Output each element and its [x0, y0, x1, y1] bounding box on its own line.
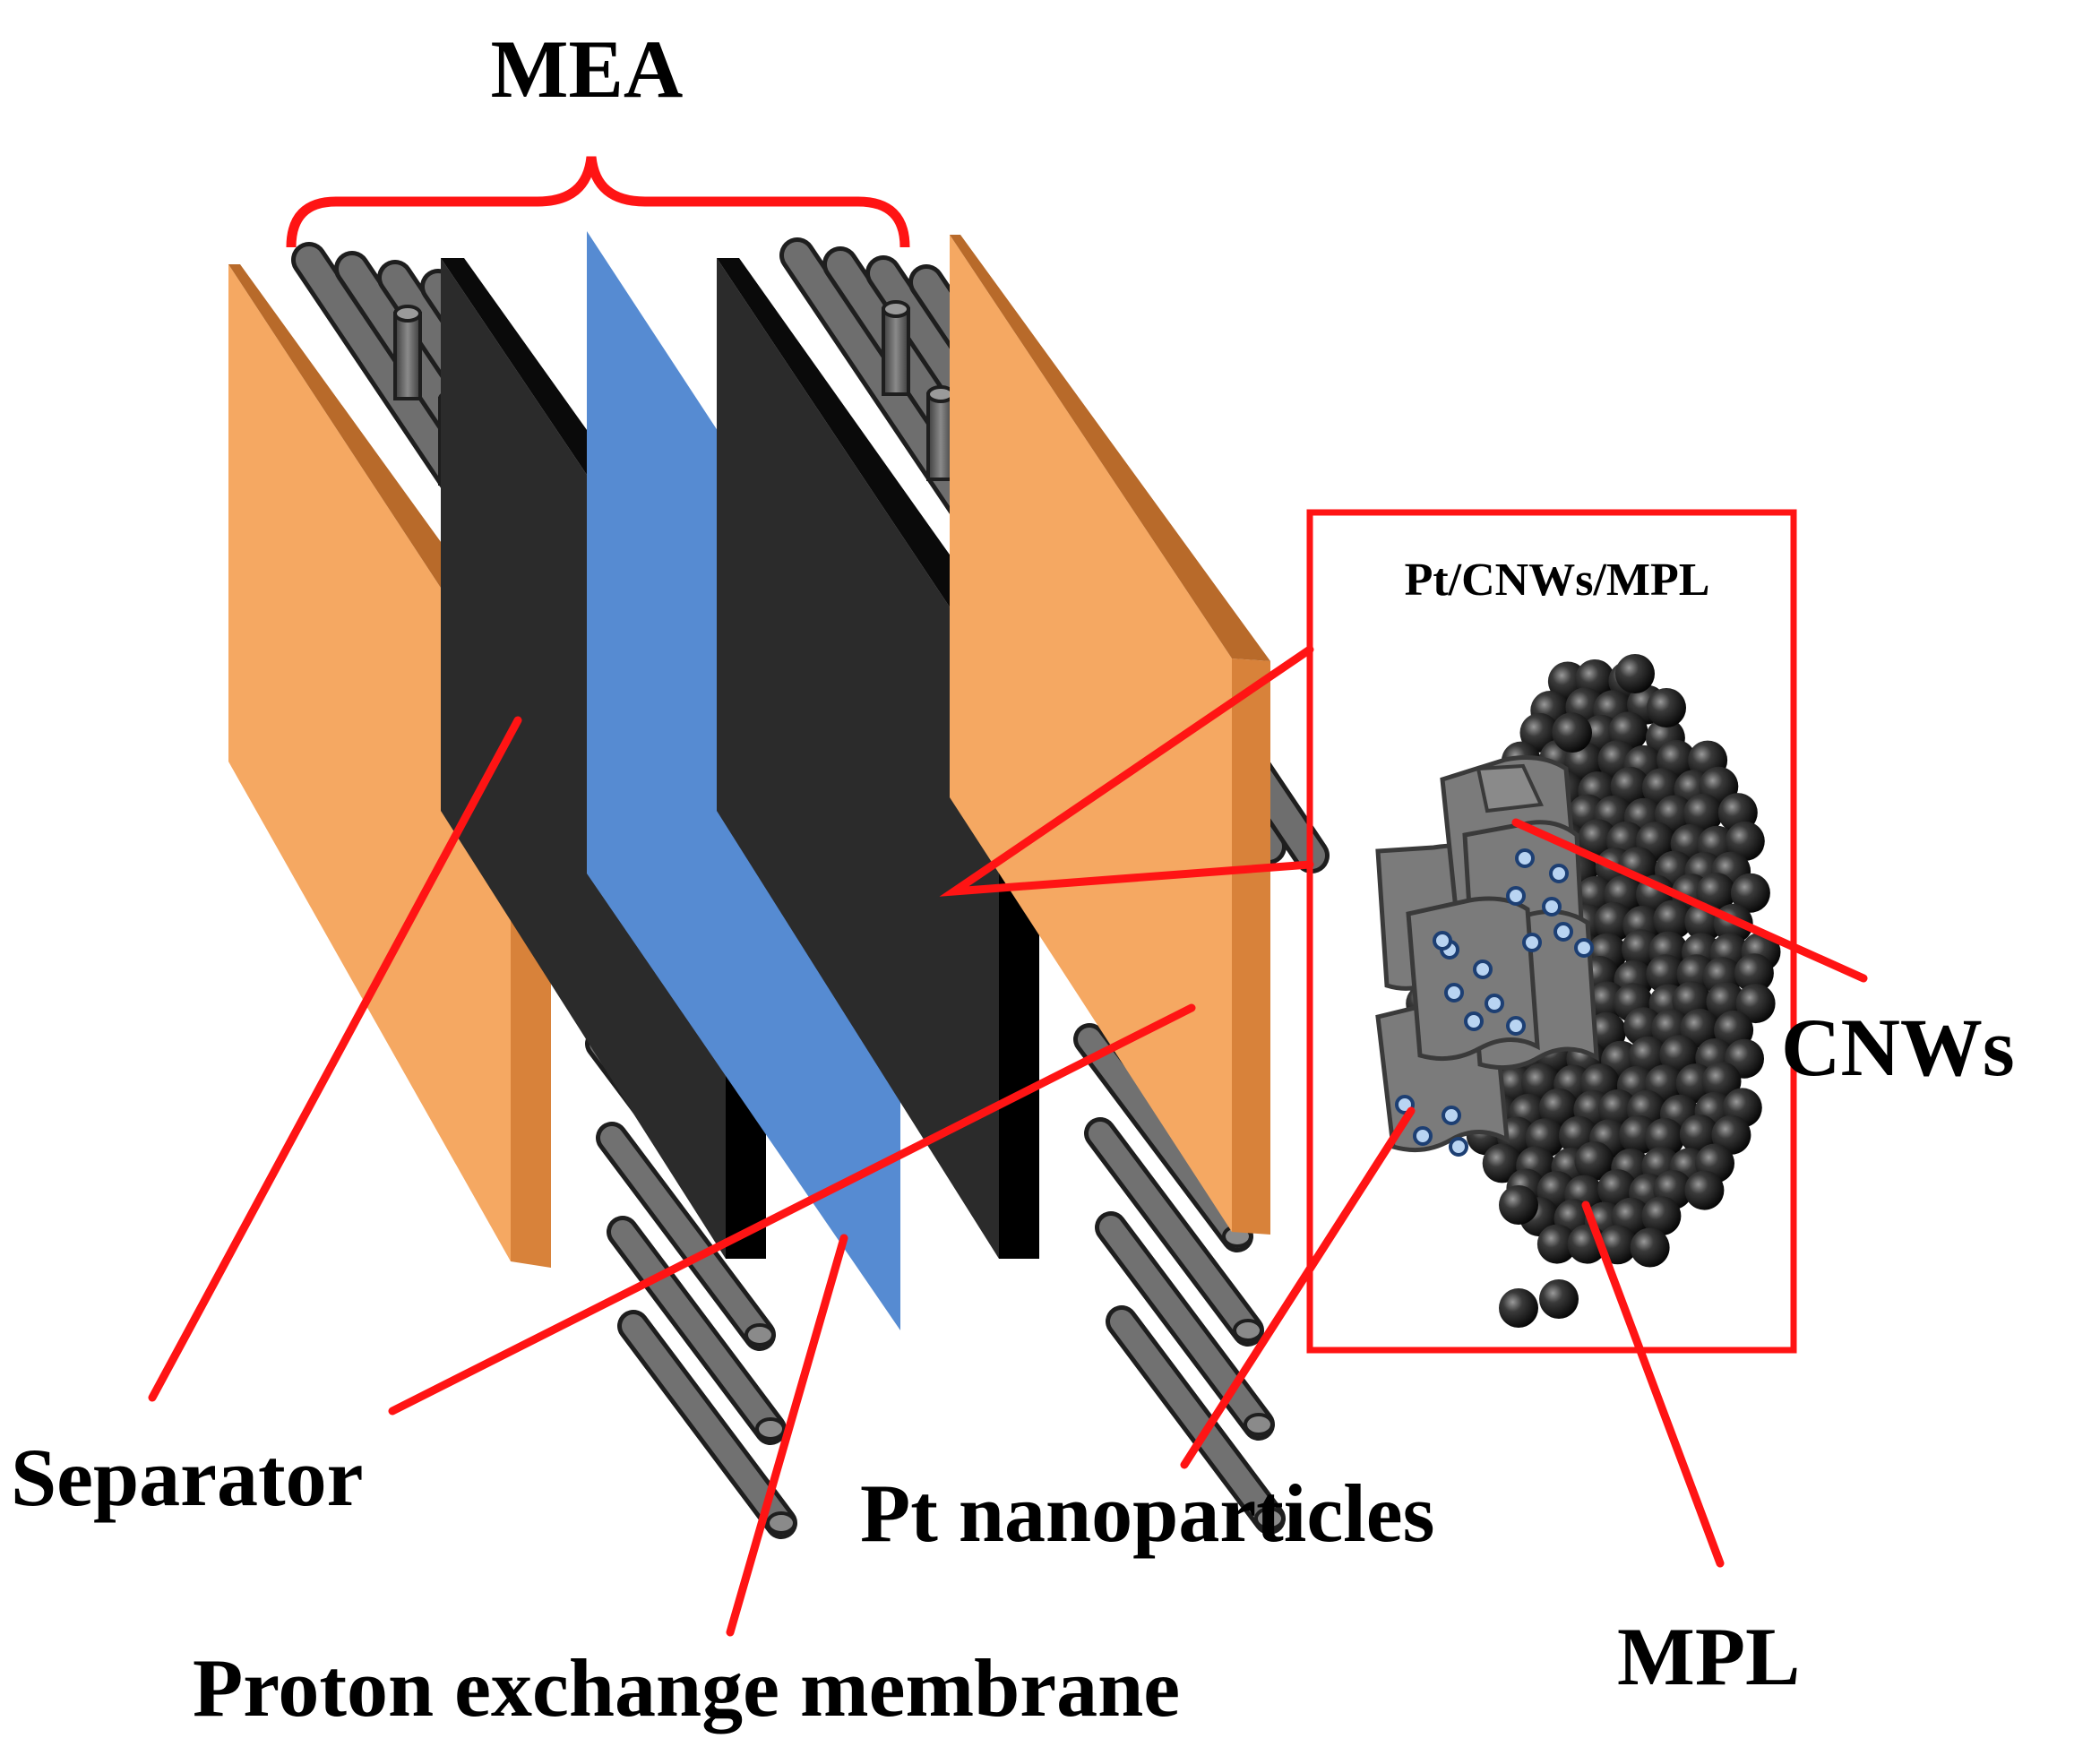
gdl-fiber-end — [755, 1417, 786, 1441]
pt-nanoparticles — [1395, 848, 1594, 1157]
mpl-sphere — [1684, 1170, 1725, 1210]
mpl-callout-line — [1581, 1201, 1725, 1568]
pt-nanoparticle — [1473, 960, 1493, 979]
mpl-sphere — [1499, 1185, 1538, 1225]
gdl-fiber-end — [766, 1511, 796, 1535]
mpl-label: MPL — [1617, 1611, 1800, 1702]
pt-nanoparticle — [1444, 983, 1464, 1003]
inset-box — [1306, 509, 1797, 1354]
mpl-sphere — [1646, 954, 1686, 994]
gdl-pillar — [926, 392, 955, 481]
gdl-fiber — [611, 1220, 782, 1441]
separator-label: Separator — [11, 1432, 363, 1523]
pt-nanoparticle — [1413, 1126, 1433, 1146]
gdl-fiber — [1110, 1310, 1281, 1530]
mpl-sphere — [1647, 688, 1686, 727]
inset-callout-line — [939, 645, 1314, 897]
right-separator-callout-line — [388, 1003, 1196, 1416]
cnws-label: CNWs — [1781, 1002, 2015, 1093]
pt-nanoparticle — [1542, 897, 1562, 917]
pt-nanoparticle — [1449, 1137, 1468, 1157]
pt-nanoparticle — [1522, 933, 1542, 952]
mpl-sphere — [1538, 1088, 1579, 1128]
pt-nanoparticle — [1506, 886, 1526, 906]
gdl-fiber-end — [744, 1323, 775, 1347]
mpl-sphere — [1630, 1227, 1670, 1268]
pt-nanoparticle — [1553, 922, 1573, 942]
callout-lines — [148, 645, 1868, 1637]
mpl-sphere — [1641, 1196, 1682, 1236]
pt-nanoparticle — [1549, 864, 1569, 883]
right-separator — [950, 235, 1270, 1235]
pt-callout-line — [1180, 1106, 1416, 1469]
mpl-sphere — [1578, 819, 1618, 859]
gdl-fiber — [600, 1126, 771, 1347]
mpl-sphere — [1539, 1279, 1579, 1319]
pt-nanoparticle — [1506, 1016, 1526, 1036]
mpl-sphere — [1482, 1143, 1522, 1183]
proton-exchange-membrane-label: Proton exchange membrane — [193, 1642, 1180, 1734]
gdl-fiber-end — [1233, 1319, 1263, 1342]
cnw-flakes — [1375, 755, 1599, 1153]
mea-brace — [286, 156, 910, 248]
inset-title: Pt/CNWs/MPL — [1405, 555, 1710, 606]
mpl-sphere — [1701, 1062, 1742, 1102]
mpl-sphere — [1735, 984, 1776, 1024]
pt-nanoparticle — [1433, 931, 1452, 951]
pt-nanoparticle — [1464, 1011, 1484, 1031]
mpl-sphere — [1679, 1114, 1719, 1154]
mpl-sphere — [1553, 713, 1592, 753]
pt-nanoparticle — [1515, 848, 1535, 868]
gdl-pillar — [393, 312, 422, 400]
gdl-pillar — [882, 307, 910, 396]
mpl-sphere — [1499, 1288, 1538, 1328]
gdl-fiber-end — [1244, 1413, 1274, 1436]
mpl-sphere — [1653, 899, 1693, 940]
membrane-callout-line — [726, 1234, 848, 1637]
mpl-sphere — [1730, 873, 1770, 913]
mpl-sphere — [1615, 654, 1655, 693]
pt-nanoparticle — [1442, 1106, 1461, 1125]
pt-nanoparticles-label: Pt nanoparticles — [860, 1467, 1434, 1559]
gdl-pillar-top — [882, 300, 910, 318]
pt-nanoparticle — [1574, 938, 1594, 958]
mea-label: MEA — [491, 23, 684, 115]
mpl-sphere — [1659, 1035, 1700, 1075]
gdl-fiber — [1089, 1122, 1260, 1342]
mpl-sphere — [1610, 766, 1650, 806]
mpl-sphere — [1645, 1117, 1685, 1157]
mpl-sphere — [1734, 953, 1774, 994]
mpl-sphere — [1536, 1224, 1577, 1264]
gdl-pillar-top — [926, 385, 955, 403]
mpl-sphere — [1725, 821, 1765, 861]
gdl-fiber — [1078, 1028, 1249, 1248]
mpl-sphere — [1574, 1141, 1614, 1181]
gdl-fiber-end — [1254, 1507, 1285, 1530]
pt-nanoparticle — [1485, 994, 1504, 1013]
mpl-sphere — [1683, 793, 1724, 833]
gdl-fiber — [622, 1314, 793, 1535]
cnws-callout-line — [1511, 818, 1868, 983]
mpl-sphere — [1594, 901, 1634, 942]
gdl-pillar-top — [393, 305, 422, 323]
separator-callout-line — [148, 716, 522, 1402]
